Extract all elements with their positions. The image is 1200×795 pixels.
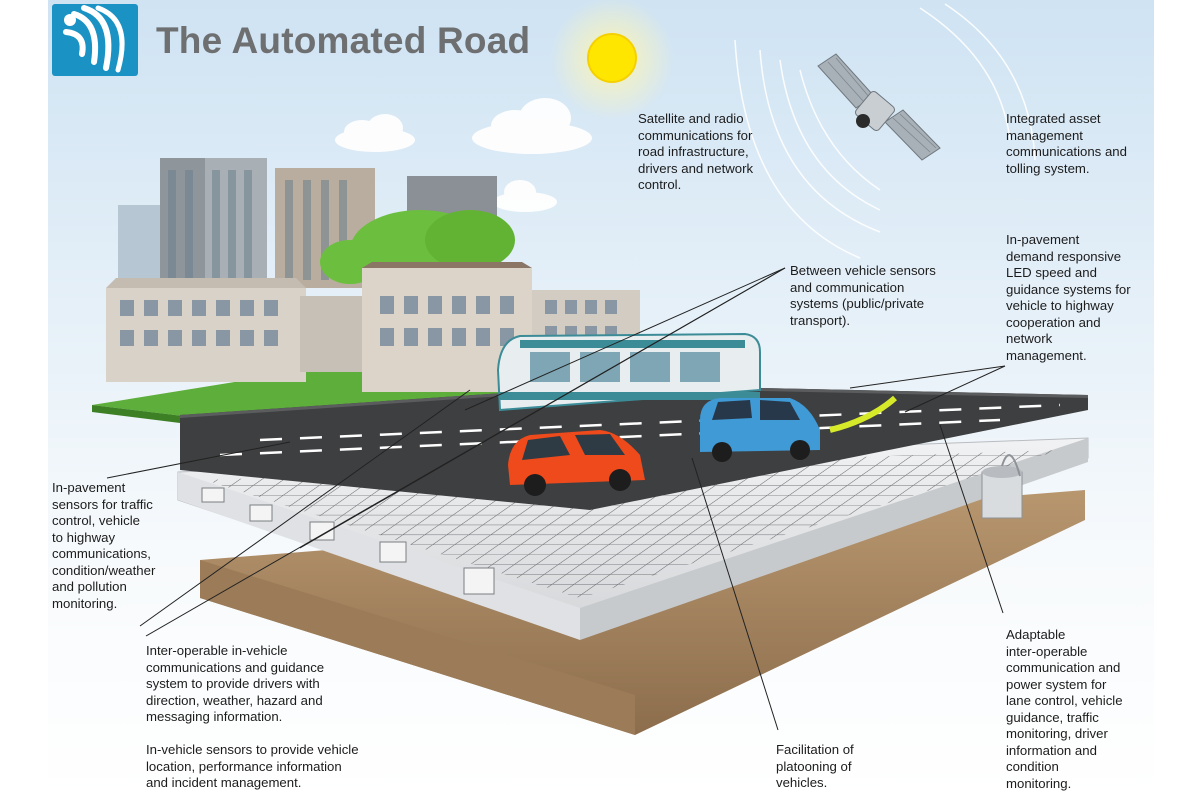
label-platooning: Facilitation of platooning of vehicles. (776, 742, 854, 790)
tram (496, 332, 761, 412)
label-asset-management: Integrated asset management communicatio… (1006, 111, 1127, 176)
clouds (335, 98, 592, 212)
wireless-signal-icon (63, 5, 125, 73)
radio-waves (734, 3, 1036, 259)
label-led-speed: In-pavement demand responsive LED speed … (1006, 232, 1131, 363)
label-in-vehicle-sensors: In-vehicle sensors to provide vehicle lo… (146, 742, 359, 790)
city-buildings (106, 158, 640, 392)
led-guidance-arrow (829, 395, 897, 433)
label-adaptable-power: Adaptable inter-operable communication a… (1006, 627, 1123, 791)
lane-markings (219, 403, 1061, 457)
satellite-icon (817, 53, 941, 161)
sun-icon (550, 0, 674, 120)
leader-lines (106, 267, 1006, 731)
label-in-vehicle-comms: Inter-operable in-vehicle communications… (146, 643, 325, 724)
logo-badge (52, 4, 138, 76)
power-unit-drum (981, 454, 1023, 519)
label-between-vehicle: Between vehicle sensors and communicatio… (790, 263, 936, 328)
label-satellite-comms: Satellite and radio communications for r… (638, 111, 754, 192)
red-car (508, 430, 645, 496)
blue-car (700, 398, 820, 462)
label-in-pavement-sensors: In-pavement sensors for traffic control,… (52, 480, 156, 611)
page-title: The Automated Road (156, 20, 531, 61)
